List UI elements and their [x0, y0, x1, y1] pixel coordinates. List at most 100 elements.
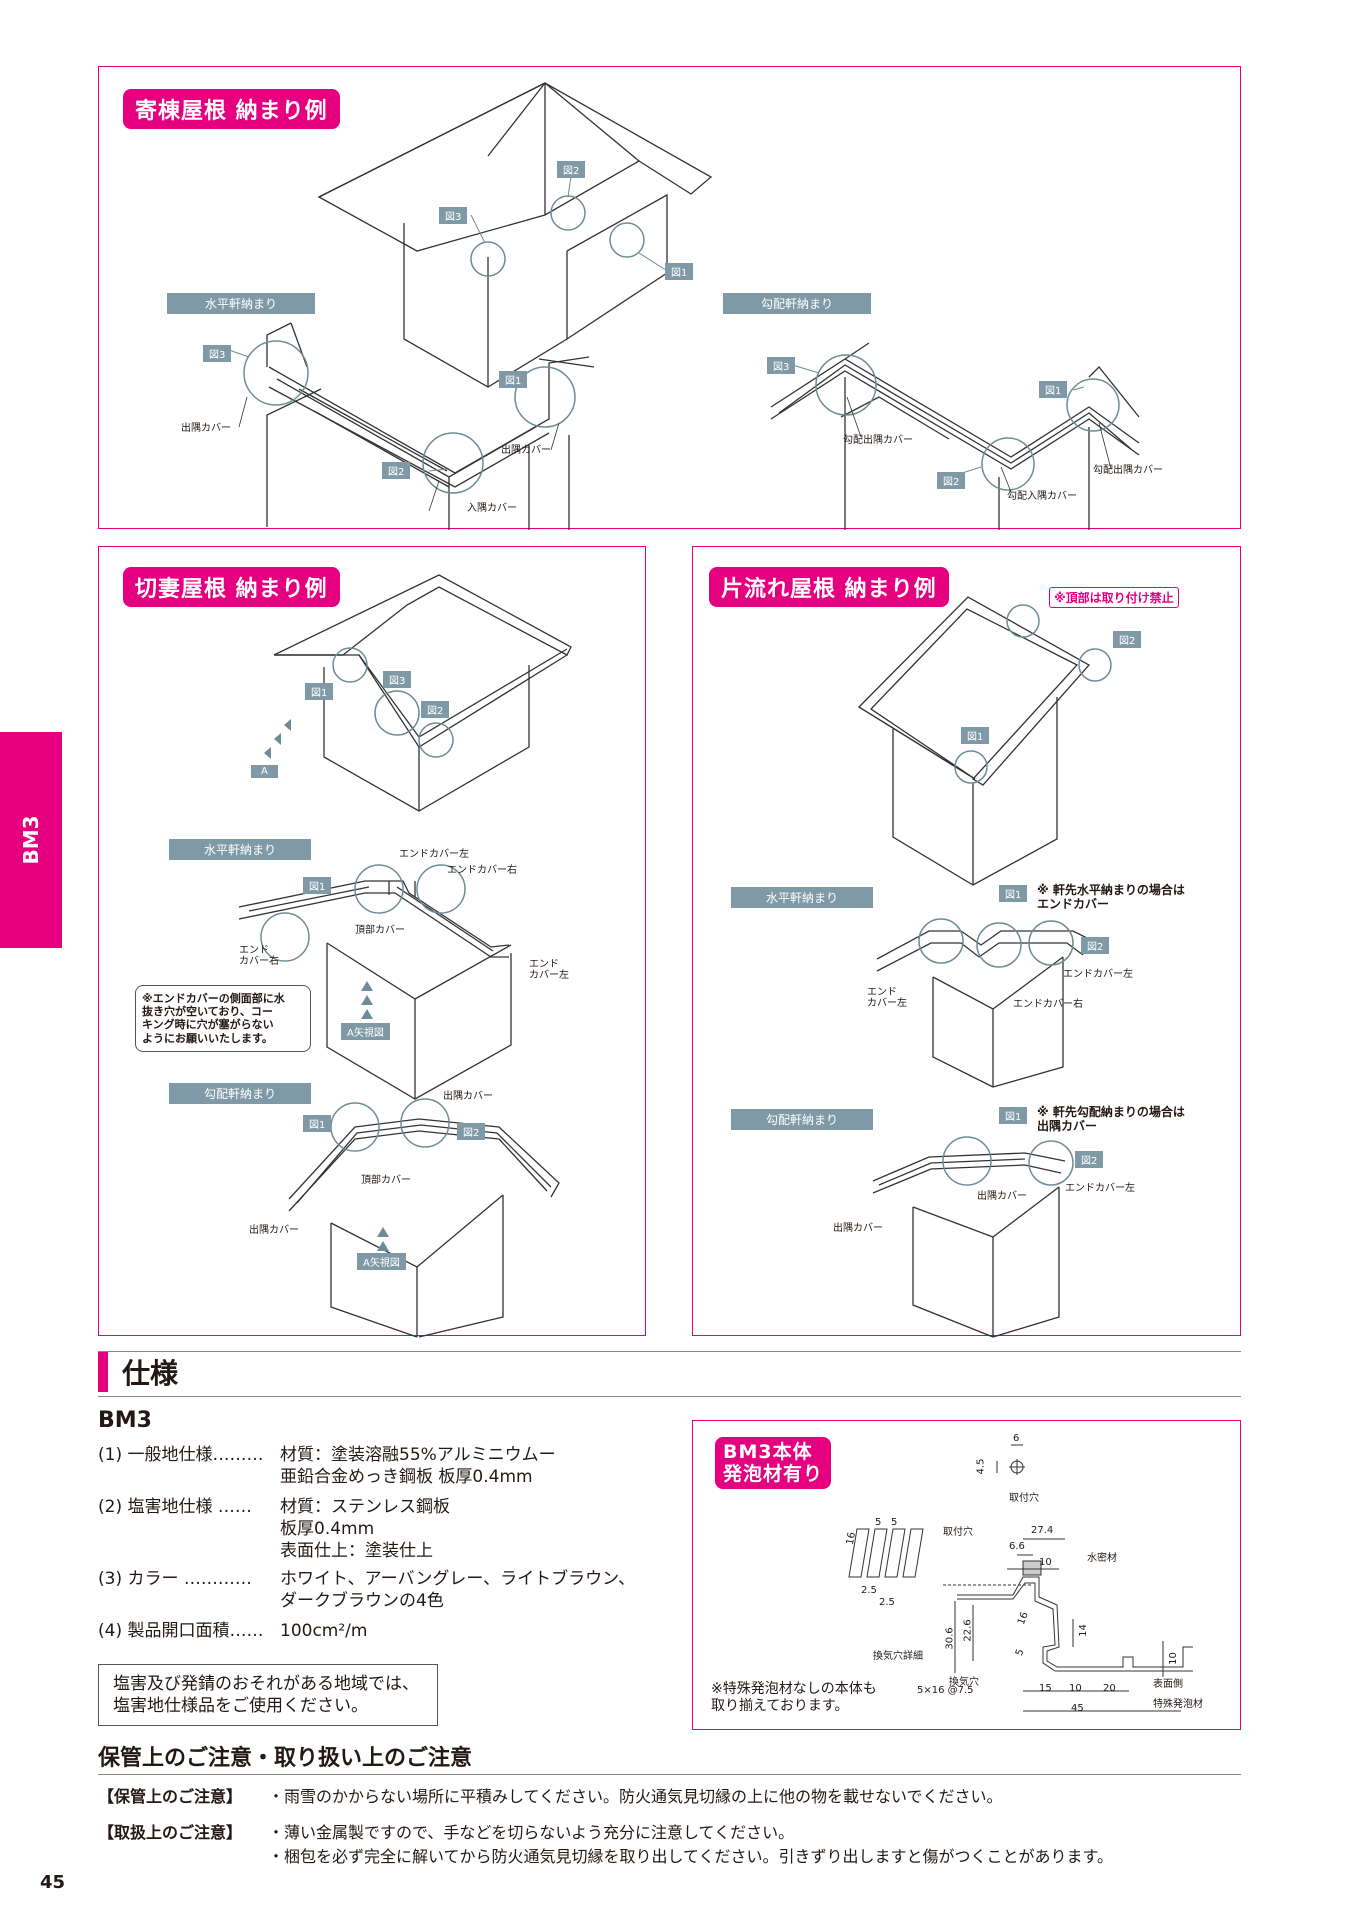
hip-sloped-header: 勾配軒納まり — [723, 293, 871, 314]
shed-fig1-tag: 図1 — [961, 727, 990, 744]
spec-divider-top — [98, 1351, 1241, 1352]
gable-fig1-tag: 図1 — [305, 683, 334, 700]
dim-30-6: 30.6 — [944, 1627, 956, 1650]
spec-row-2: (2) 塩害地仕様 ……材質：ステンレス鋼板 板厚0.4mm 表面仕上：塗装仕上 — [98, 1496, 450, 1562]
shed-s-outer-left-label: 出隅カバー — [833, 1223, 883, 1234]
hip-h-fig3-tag: 図3 — [203, 345, 232, 362]
gable-s-outer-top-label: 出隅カバー — [443, 1091, 493, 1102]
shed-h-end-left-top-label: エンドカバー左 — [1063, 969, 1133, 980]
gable-s-arrow-tag: A矢視図 — [357, 1253, 406, 1270]
gable-h-end-right-top-label: エンドカバー右 — [447, 865, 517, 876]
gable-roof-drawing — [238, 574, 572, 1338]
shed-s-fig2-tag: 図2 — [1075, 1151, 1104, 1168]
storage-key: 【保管上のご注意】 — [98, 1787, 243, 1806]
side-tab-label: BM3 — [19, 815, 43, 865]
shed-horizontal-header: 水平軒納まり — [731, 887, 873, 908]
bm3-foam-note: ※特殊発泡材なしの本体も 取り揃えております。 — [711, 1681, 877, 1714]
hip-h-outer-right-label: 出隅カバー — [501, 445, 551, 456]
gable-h-end-right-side-label: エンド カバー右 — [239, 945, 279, 967]
spec-row-1-key: (1) 一般地仕様……… — [98, 1445, 264, 1465]
spec-row-2-value: 材質：ステンレス鋼板 板厚0.4mm 表面仕上：塗装仕上 — [280, 1497, 450, 1561]
shed-prohibit-note: ※頂部は取り付け禁止 — [1049, 587, 1179, 608]
dim-20: 20 — [1103, 1683, 1116, 1694]
hip-s-outer-left-label: 勾配出隅カバー — [843, 435, 913, 446]
handling-value-1: ・薄い金属製ですので、手などを切らないよう充分に注意してください。 — [268, 1823, 795, 1842]
dim-45: 45 — [1071, 1703, 1084, 1714]
dim-6-6: 6.6 — [1009, 1541, 1025, 1552]
label-foam: 特殊発泡材 — [1153, 1699, 1203, 1710]
spec-model: BM3 — [98, 1408, 152, 1433]
label-hole-2: 取付穴 — [943, 1527, 973, 1538]
spec-divider-bottom — [98, 1396, 1241, 1397]
hip-s-fig2-tag: 図2 — [937, 472, 966, 489]
bm3-detail-title: BM3本体 発泡材有り — [715, 1437, 832, 1489]
care-divider — [98, 1774, 1241, 1775]
salt-warning-box: 塩害及び発錆のおそれがある地域では、 塩害地仕様品をご使用ください。 — [98, 1664, 438, 1726]
spec-row-4: (4) 製品開口面積…… 100cm²/m — [98, 1620, 367, 1642]
dim-5a: 5 — [875, 1517, 882, 1528]
hip-h-outer-left-label: 出隅カバー — [181, 423, 231, 434]
spec-row-1: (1) 一般地仕様……… 材質：塗装溶融55%アルミニウムー 亜鉛合金めっき鋼板 … — [98, 1444, 556, 1488]
gable-drain-note: ※エンドカバーの側面部に水 抜き穴が空いており、コー キング時に穴が塞がらない … — [135, 985, 311, 1052]
shed-fig2-tag: 図2 — [1113, 631, 1142, 648]
label-vent-detail: 換気穴詳細 — [873, 1651, 923, 1662]
dim-4-5: 4.5 — [975, 1458, 987, 1475]
gable-sloped-header: 勾配軒納まり — [169, 1083, 311, 1104]
gable-roof-panel: 切妻屋根 納まり例 — [98, 546, 646, 1338]
gable-a-tag: A — [251, 765, 278, 778]
spec-row-3: (3) カラー ………… ホワイト、アーバングレー、ライトブラウン、 ダークブラウ… — [98, 1568, 635, 1612]
dim-5b: 5 — [891, 1517, 898, 1528]
gable-s-top-label: 頂部カバー — [361, 1175, 411, 1186]
shed-h-fig2-tag: 図2 — [1081, 937, 1110, 954]
hip-h-inner-label: 入隅カバー — [467, 503, 517, 514]
gable-horizontal-header: 水平軒納まり — [169, 839, 311, 860]
hip-roof-drawing — [228, 82, 1140, 530]
label-hole: 取付穴 — [1009, 1493, 1039, 1504]
gable-s-fig1-tag: 図1 — [303, 1115, 332, 1132]
hip-s-fig3-tag: 図3 — [767, 357, 796, 374]
hip-h-fig1-tag: 図1 — [499, 371, 528, 388]
gable-fig3-tag: 図3 — [383, 671, 412, 688]
shed-h-end-right-label: エンドカバー右 — [1013, 999, 1083, 1010]
gable-s-fig2-tag: 図2 — [457, 1123, 486, 1140]
dim-16b: 16 — [844, 1531, 858, 1546]
shed-s-note: ※ 軒先勾配納まりの場合は 出隅カバー — [1037, 1105, 1185, 1134]
spec-section-bar — [98, 1352, 108, 1392]
spec-section-title: 仕様 — [122, 1357, 179, 1390]
spec-row-3-value: ホワイト、アーバングレー、ライトブラウン、 ダークブラウンの4色 — [280, 1569, 636, 1611]
hip-fig2-tag: 図2 — [557, 161, 586, 178]
spec-row-1-value: 材質：塗装溶融55%アルミニウムー 亜鉛合金めっき鋼板 板厚0.4mm — [280, 1445, 556, 1487]
hip-s-fig1-tag: 図1 — [1039, 381, 1068, 398]
handling-key: 【取扱上のご注意】 — [98, 1823, 243, 1842]
gable-h-fig1-tag: 図1 — [303, 877, 332, 894]
shed-s-fig1-tag: 図1 — [999, 1107, 1028, 1124]
gable-h-top-label: 頂部カバー — [355, 925, 405, 936]
handling-value-2: ・梱包を必ず完全に解いてから防火通気見切縁を取り出してください。引きずり出します… — [268, 1847, 1113, 1866]
handling-row: 【取扱上のご注意】 ・薄い金属製ですので、手などを切らないよう充分に注意してくださ… — [98, 1822, 794, 1844]
storage-row: 【保管上のご注意】 ・雨雪のかからない場所に平積みしてください。防火通気見切縁の上… — [98, 1786, 1003, 1808]
shed-h-end-left-label: エンド カバー左 — [867, 987, 907, 1009]
dim-10b: 10 — [1167, 1652, 1179, 1665]
shed-sloped-header: 勾配軒納まり — [731, 1109, 873, 1130]
dim-15: 15 — [1039, 1683, 1052, 1694]
storage-value: ・雨雪のかからない場所に平積みしてください。防火通気見切縁の上に他の物を載せない… — [268, 1787, 1003, 1806]
hip-roof-title: 寄棟屋根 納まり例 — [123, 89, 340, 129]
spec-row-4-value: 100cm²/m — [280, 1621, 368, 1641]
spec-row-3-key: (3) カラー ………… — [98, 1569, 252, 1589]
hip-horizontal-header: 水平軒納まり — [167, 293, 315, 314]
bm3-detail-panel: BM3本体 発泡材有り — [692, 1420, 1241, 1730]
shed-s-end-left-label: エンドカバー左 — [1065, 1183, 1135, 1194]
label-surface: 表面側 — [1153, 1679, 1183, 1690]
spec-row-4-key: (4) 製品開口面積…… — [98, 1621, 264, 1641]
handling-row-2: ・梱包を必ず完全に解いてから防火通気見切縁を取り出してください。引きずり出します… — [268, 1846, 1113, 1868]
dim-2-5a: 2.5 — [861, 1585, 877, 1596]
shed-roof-drawing — [857, 596, 1112, 1338]
dim-14: 14 — [1077, 1624, 1089, 1637]
hip-fig3-tag: 図3 — [439, 207, 468, 224]
gable-fig2-tag: 図2 — [421, 701, 450, 718]
bm3-section-drawing — [848, 1444, 1193, 1712]
page-number: 45 — [40, 1872, 66, 1893]
hip-s-inner-label: 勾配入隅カバー — [1007, 491, 1077, 502]
dim-6: 6 — [1013, 1433, 1020, 1444]
care-section-title: 保管上のご注意・取り扱い上のご注意 — [98, 1746, 473, 1771]
